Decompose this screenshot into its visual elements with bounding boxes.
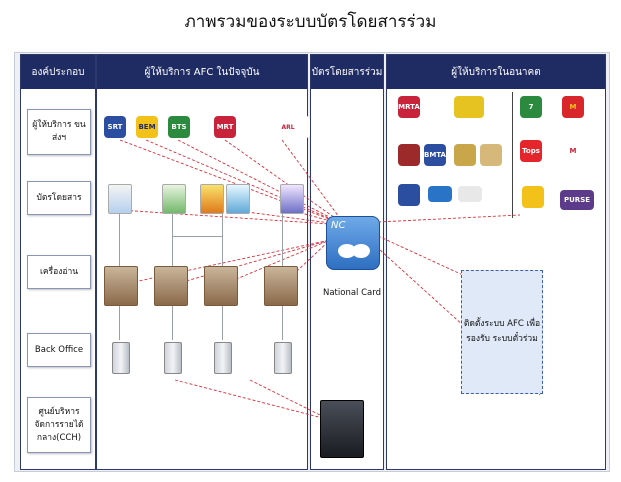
row-label-reader: เครื่องอ่าน — [27, 255, 91, 289]
server-icon — [214, 342, 232, 374]
link-line — [174, 379, 331, 421]
connector-line — [222, 214, 223, 266]
ticket-card-icon — [162, 184, 186, 214]
mrt-logo-icon: MRT — [214, 116, 236, 138]
tops-logo-icon: Tops — [520, 140, 542, 162]
link-line — [224, 139, 346, 226]
fare-gate-icon — [204, 266, 238, 306]
server-icon — [274, 342, 292, 374]
ticket-card-icon — [226, 184, 250, 214]
stripe-logo-icon — [454, 96, 484, 118]
row-label-provider: ผู้ให้บริการ ขนส่งฯ — [27, 109, 91, 155]
fare-gate-icon — [154, 266, 188, 306]
purse-logo-icon: PURSE — [560, 190, 594, 210]
connector-line — [172, 214, 173, 266]
row-label-cch: ศูนย์บริหาร จัดการรายได้ กลาง(CCH) — [27, 397, 91, 453]
crest-logo-icon — [480, 144, 502, 166]
connector-line — [222, 306, 223, 340]
column-header-organization: องค์ประกอบ — [21, 55, 95, 89]
link-line — [145, 139, 346, 226]
connector-line — [282, 214, 283, 266]
ticket-card-icon — [280, 184, 304, 214]
national-card-icon: NC — [326, 216, 380, 270]
link-line — [119, 209, 346, 226]
column-organization: องค์ประกอบ ผู้ให้บริการ ขนส่งฯ บัตรโดยสา… — [20, 54, 96, 470]
link-line — [177, 139, 346, 226]
diagram-title: ภาพรวมของระบบบัตรโดยสารร่วม — [184, 12, 437, 32]
elephant-icon — [338, 244, 370, 258]
bem-logo-icon: BEM — [136, 116, 158, 138]
server-icon — [164, 342, 182, 374]
temple-logo-icon — [398, 144, 420, 166]
column-header-common-ticket: บัตรโดยสารร่วม — [311, 55, 383, 89]
national-card-badge: NC — [331, 220, 346, 231]
srt-logo-icon: SRT — [104, 116, 126, 138]
column-header-current-providers: ผู้ให้บริการ AFC ในปัจจุบัน — [97, 55, 307, 89]
connector-line — [172, 236, 222, 237]
mcdonalds-logo-icon: M — [562, 96, 584, 118]
separator-line — [512, 92, 513, 218]
connector-line — [282, 306, 283, 340]
connector-line — [119, 306, 120, 340]
ticket-card-icon — [200, 184, 224, 214]
bts-logo-icon: BTS — [168, 116, 190, 138]
fare-gate-icon — [264, 266, 298, 306]
ticket-card-icon — [108, 184, 132, 214]
link-line — [231, 209, 346, 226]
mrta-logo-icon: MRTA — [398, 96, 420, 118]
column-future-providers: ผู้ให้บริการในอนาคต — [386, 54, 606, 470]
connector-line — [172, 306, 173, 340]
link-line — [119, 139, 346, 226]
row-label-back-office: Back Office — [27, 333, 91, 367]
server-icon — [112, 342, 130, 374]
the-mall-logo-icon: M — [562, 140, 584, 162]
fare-gate-icon — [104, 266, 138, 306]
connector-line — [119, 214, 120, 266]
link-line — [377, 235, 466, 277]
seal-logo-icon — [454, 144, 476, 166]
link-line — [281, 139, 346, 226]
link-line — [249, 379, 331, 421]
central-server-icon — [320, 400, 364, 458]
link-line — [221, 239, 331, 286]
bus-logo-icon — [398, 184, 420, 206]
car-icon — [428, 186, 452, 202]
bmta-logo-icon: BMTA — [424, 144, 446, 166]
link-line — [377, 214, 521, 223]
column-header-future-providers: ผู้ให้บริการในอนาคต — [387, 55, 605, 89]
future-afc-note: ติดตั้งระบบ AFC เพื่อรองรับ ระบบตั๋วร่วม — [461, 270, 543, 394]
national-card-label: National Card — [322, 288, 381, 298]
seven-eleven-logo-icon: 7 — [520, 96, 542, 118]
airport-rail-link-logo-icon: ARL — [266, 116, 310, 138]
link-line — [171, 239, 331, 286]
store-logo-icon — [522, 186, 544, 208]
row-label-ticket: บัตรโดยสาร — [27, 181, 91, 215]
van-icon — [458, 186, 482, 202]
link-line — [379, 249, 541, 396]
